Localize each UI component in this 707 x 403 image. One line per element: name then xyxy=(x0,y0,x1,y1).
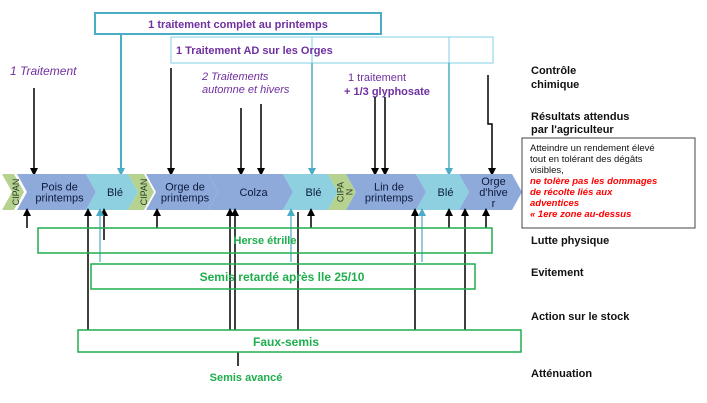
two-treatments-line2: automne et hivers xyxy=(202,84,290,96)
category-expected-line2: par l'agriculteur xyxy=(531,124,614,136)
category-mitigation: Atténuation xyxy=(531,368,592,380)
rotation-segment-wheat xyxy=(416,174,469,210)
harrow-label: Herse étrille xyxy=(234,235,297,247)
category-avoidance: Evitement xyxy=(531,267,584,279)
crop-label: Lin de xyxy=(374,182,404,194)
harrow-box xyxy=(37,227,493,254)
category-stock: Action sur le stock xyxy=(531,311,630,323)
early-sowing-label: Semis avancé xyxy=(210,372,283,384)
rotation-segment-wheat xyxy=(86,174,138,210)
rotation-segment-crop xyxy=(459,174,522,210)
rotation-segment-wheat xyxy=(283,174,338,210)
rotation-segment-cipan xyxy=(128,174,154,210)
crop-label: Blé xyxy=(107,187,123,199)
expected-result-line: visibles, xyxy=(530,165,564,176)
two-treatments-line1: 2 Traitements xyxy=(201,71,269,83)
one-treatment-label: 1 Traitement xyxy=(10,64,77,78)
expected-result-warning-line: adventices xyxy=(530,198,579,209)
flax-treatment-line2: + 1/3 glyphosate xyxy=(344,86,430,98)
crop-label: d'hive xyxy=(479,187,507,199)
crop-label: Orge de xyxy=(165,182,205,194)
physical-arrows xyxy=(23,208,490,240)
expected-result-warning-line: ne tolère pas les dommages xyxy=(530,176,657,187)
barley-treatment-label: 1 Traitement AD sur les Orges xyxy=(176,45,333,57)
spring-treatment-box xyxy=(94,12,382,35)
false-seedbed-box xyxy=(77,329,522,353)
rotation-segment-crop xyxy=(17,174,96,210)
cipan-label: CIPAN xyxy=(11,179,21,206)
rotation-segment-crop xyxy=(146,174,218,210)
expected-result-warning-line: de récolte liés aux xyxy=(530,187,613,198)
crop-label: printemps xyxy=(365,193,414,205)
rotation-segment-cipan xyxy=(328,174,356,210)
rotation-segment-crop xyxy=(208,174,293,210)
category-chemical-line2: chimique xyxy=(531,79,579,91)
expected-result-line: Atteindre un rendement élevé xyxy=(530,143,655,154)
crop-label: Pois de xyxy=(41,182,78,194)
rotation-segment-crop xyxy=(346,174,426,210)
crop-label: printemps xyxy=(161,193,210,205)
rotation-segment-cipan xyxy=(2,174,24,210)
spring-treatment-label: 1 traitement complet au printemps xyxy=(148,19,328,31)
cipan-label: CIPAN xyxy=(336,182,355,202)
crop-label: Orge xyxy=(481,176,505,188)
category-physical: Lutte physique xyxy=(531,235,609,247)
category-chemical-line1: Contrôle xyxy=(531,65,576,77)
expected-result-warning-line: « 1ere zone au-dessus xyxy=(530,209,631,220)
category-expected-line1: Résultats attendus xyxy=(531,111,629,123)
crop-label: r xyxy=(492,198,496,210)
late-sowing-box xyxy=(90,263,476,290)
stock-lines xyxy=(84,208,469,366)
crop-label: Blé xyxy=(438,187,454,199)
expected-results-box xyxy=(521,137,696,229)
crop-label: Blé xyxy=(306,187,322,199)
flax-treatment-line1: 1 traitement xyxy=(348,72,406,84)
barley-treatment-box xyxy=(170,36,494,64)
false-seedbed-label: Faux-semis xyxy=(253,335,319,349)
expected-result-line: tout en tolérant des dégâts xyxy=(530,154,643,165)
crop-label: printemps xyxy=(35,193,84,205)
crop-label: Colza xyxy=(239,187,268,199)
late-sowing-label: Semis retardé après lle 25/10 xyxy=(200,270,365,284)
chemical-arrows xyxy=(30,35,496,176)
cipan-label: CIPAN xyxy=(139,179,149,206)
